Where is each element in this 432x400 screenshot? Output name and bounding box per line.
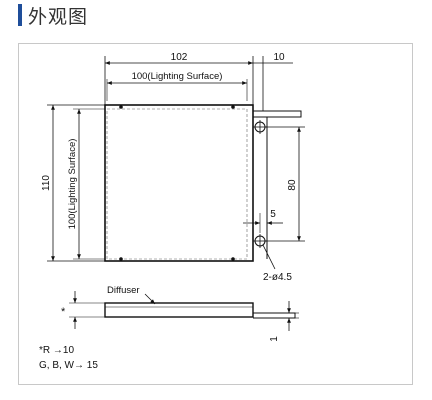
note-line-1: *R →10 [39,345,74,356]
note-line-2: G, B, W→ 15 [39,360,98,371]
diffuser-leader [144,293,156,305]
mounting-tab [253,110,302,118]
hole-leader [262,244,276,270]
technical-drawing: 102 100(Lighting Surface) 10 110 100(Lig… [39,52,305,371]
screw-dot [231,257,235,261]
tab-thickness: 1 [269,336,280,342]
drawing-frame: 102 100(Lighting Surface) 10 110 100(Lig… [18,43,413,385]
dim-height-total: 110 [41,175,52,191]
dim-hole-offset: 5 [270,209,276,220]
hole-label: 2-ø4.5 [263,272,292,283]
mounting-hole-top [253,120,267,134]
side-view-tab [253,312,296,319]
side-view-panel [104,302,254,318]
diffuser-label: Diffuser [107,285,140,296]
dim-height-surface: 100(Lighting Surface) [67,139,78,230]
dim-width-surface: 100(Lighting Surface) [132,71,223,82]
page-title: 外观图 [28,5,89,28]
screw-dot [119,105,123,109]
dim-width-total: 102 [171,52,188,63]
light-panel-outline [104,104,254,262]
screw-dot [119,257,123,261]
mounting-hole-bottom [253,234,267,248]
page-header: 外观图 [18,2,88,28]
thickness-marker: * [61,306,66,318]
screw-dot [231,105,235,109]
title-accent-bar [18,4,22,26]
lighting-surface-outline [106,108,248,260]
dim-hole-spacing: 80 [287,179,298,191]
dim-right-offset: 10 [273,52,285,63]
